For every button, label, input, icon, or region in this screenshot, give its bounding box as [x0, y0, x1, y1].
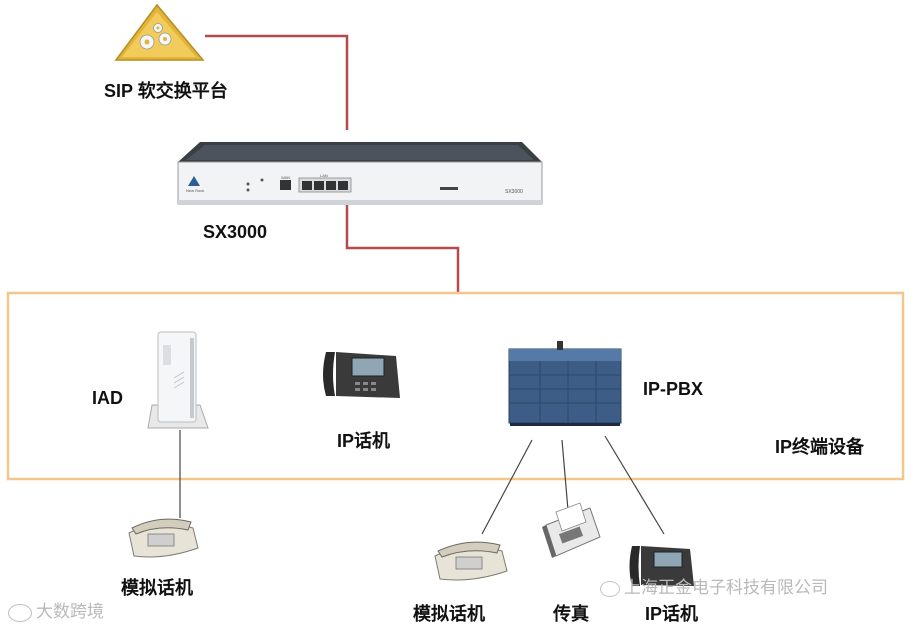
- ip-pbx-label: IP-PBX: [643, 379, 704, 399]
- ip-terminal-frame: [6, 291, 905, 481]
- sx3000-label: SX3000: [203, 222, 268, 242]
- sip-platform-label: SIP 软交换平台: [104, 81, 228, 101]
- watermark-right: 上海正金电子科技有限公司: [600, 573, 828, 598]
- link-sip-to-switch: [205, 34, 349, 130]
- fax-label: 传真: [553, 604, 589, 624]
- analog-phone-right-label: 模拟话机: [413, 604, 485, 624]
- device-brand-text: New Rock: [186, 188, 205, 193]
- iad-label: IAD: [92, 388, 123, 408]
- device-lan-text: LAN: [320, 173, 328, 178]
- link-switch-to-terminals: [345, 205, 460, 293]
- watermark-right-text: 上海正金电子科技有限公司: [624, 578, 828, 597]
- device-model-text: SX3000: [505, 189, 523, 195]
- analog-phone-left-label: 模拟话机: [121, 578, 193, 598]
- watermark-right-icon: [600, 580, 620, 597]
- ip-phone-label: IP话机: [337, 431, 391, 451]
- link-pbx-to-ipphone: [604, 435, 665, 535]
- link-pbx-to-fax: [561, 439, 569, 511]
- ip-phone-bottom-label: IP话机: [645, 604, 699, 624]
- watermark-left-text: 大数跨境: [36, 602, 104, 621]
- device-wan-text: WAN: [281, 175, 291, 180]
- ip-terminal-label: IP终端设备: [775, 437, 865, 457]
- watermark-left: 大数跨境: [8, 597, 104, 622]
- link-pbx-to-analog: [481, 439, 533, 535]
- watermark-left-icon: [8, 603, 32, 622]
